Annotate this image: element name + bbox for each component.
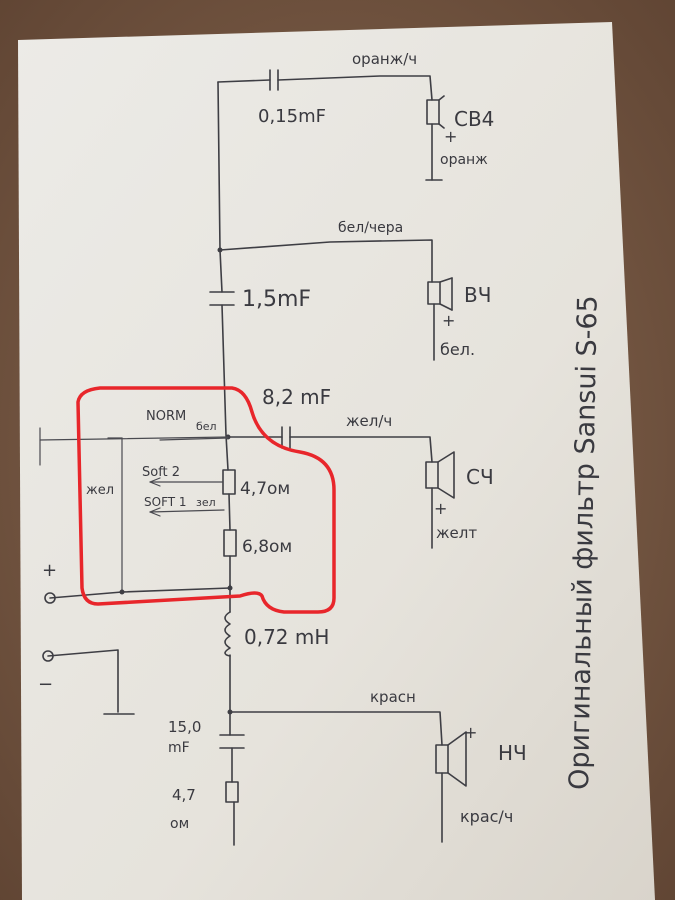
label-red: красн [370,688,416,706]
label-b4: BЧ [464,283,491,307]
label-norm-wire: бел [196,420,217,433]
label-plus-c4: + [434,499,447,518]
label-soft2: Soft 2 [142,465,180,480]
label-red-black: крас/ч [460,807,513,826]
label-c4: CЧ [466,465,494,489]
label-res-47b-unit: ом [170,816,189,832]
label-soft1: SOFT 1 [144,495,187,509]
label-soft1-wire: зел [196,496,216,509]
label-yellow-wire: жел [86,483,114,498]
label-h4: HЧ [498,741,527,765]
label-cb4: CB4 [454,107,494,131]
label-cap-150-unit: mF [168,740,190,756]
label-res-47: 4,7ом [240,479,290,499]
label-cap-15: 1,5mF [242,287,311,312]
label-cap-150: 15,0 [168,718,201,736]
label-ind-072: 0,72 mH [244,625,329,649]
label-plus-h4: + [464,723,477,742]
label-yellow: желт [436,524,477,542]
label-white: бел. [440,340,475,359]
label-plus-b4: + [442,311,455,330]
schematic-wiring [39,69,467,846]
label-plus-cb4: + [444,127,457,146]
label-orange: оранж [440,152,488,168]
label-orange-wire: оранж/ч [352,50,417,68]
label-white-black: бел/чера [338,220,403,236]
label-minus-input: − [38,674,53,695]
label-res-47b: 4,7 [172,786,196,804]
label-res-68: 6,8ом [242,537,292,557]
label-plus-input: + [42,560,57,581]
label-cap-015: 0,15mF [258,106,326,127]
paper-sheet [18,22,655,900]
highlight-outline [76,386,336,614]
label-cap-82: 8,2 mF [262,385,331,409]
label-norm: NORM [146,409,186,424]
label-yellow-black: жел/ч [346,412,392,430]
